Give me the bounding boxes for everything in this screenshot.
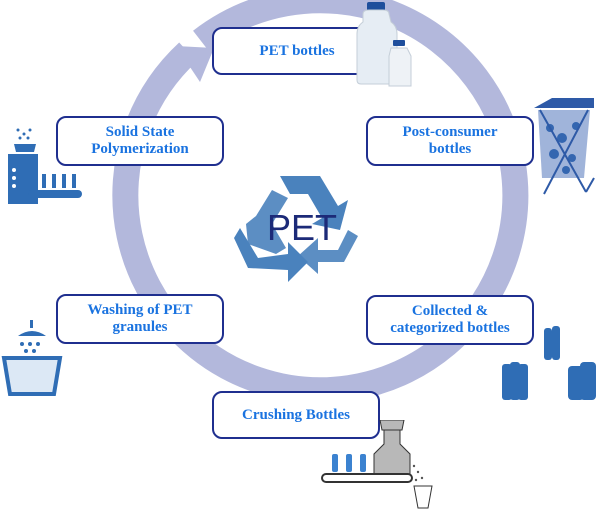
plastic-bottles-icon xyxy=(356,2,412,87)
stage-label: Solid State Polymerization xyxy=(91,124,189,157)
polymerization-machine-icon xyxy=(8,128,82,204)
stage-label: Collected & categorized bottles xyxy=(390,303,510,336)
crusher-conveyor-icon xyxy=(321,420,433,509)
sorted-bottles-icon xyxy=(502,326,596,400)
washing-granules-icon xyxy=(1,320,63,396)
stage-label: PET bottles xyxy=(259,42,335,59)
stage-ssp: Solid State Polymerization xyxy=(56,116,224,166)
stage-label: Post-consumer bottles xyxy=(402,124,498,157)
cycle-arrow-head xyxy=(176,46,214,82)
recycle-logo-icon: PET xyxy=(234,176,358,282)
stage-washing: Washing of PET granules xyxy=(56,294,224,344)
recycling-bin-icon xyxy=(534,98,595,195)
stage-collected: Collected & categorized bottles xyxy=(366,295,534,345)
stage-label: Crushing Bottles xyxy=(242,406,350,423)
center-label: PET xyxy=(267,207,337,248)
stage-crushing: Crushing Bottles xyxy=(212,391,380,439)
stage-post-consumer: Post-consumer bottles xyxy=(366,116,534,166)
stage-label: Washing of PET granules xyxy=(87,302,193,335)
